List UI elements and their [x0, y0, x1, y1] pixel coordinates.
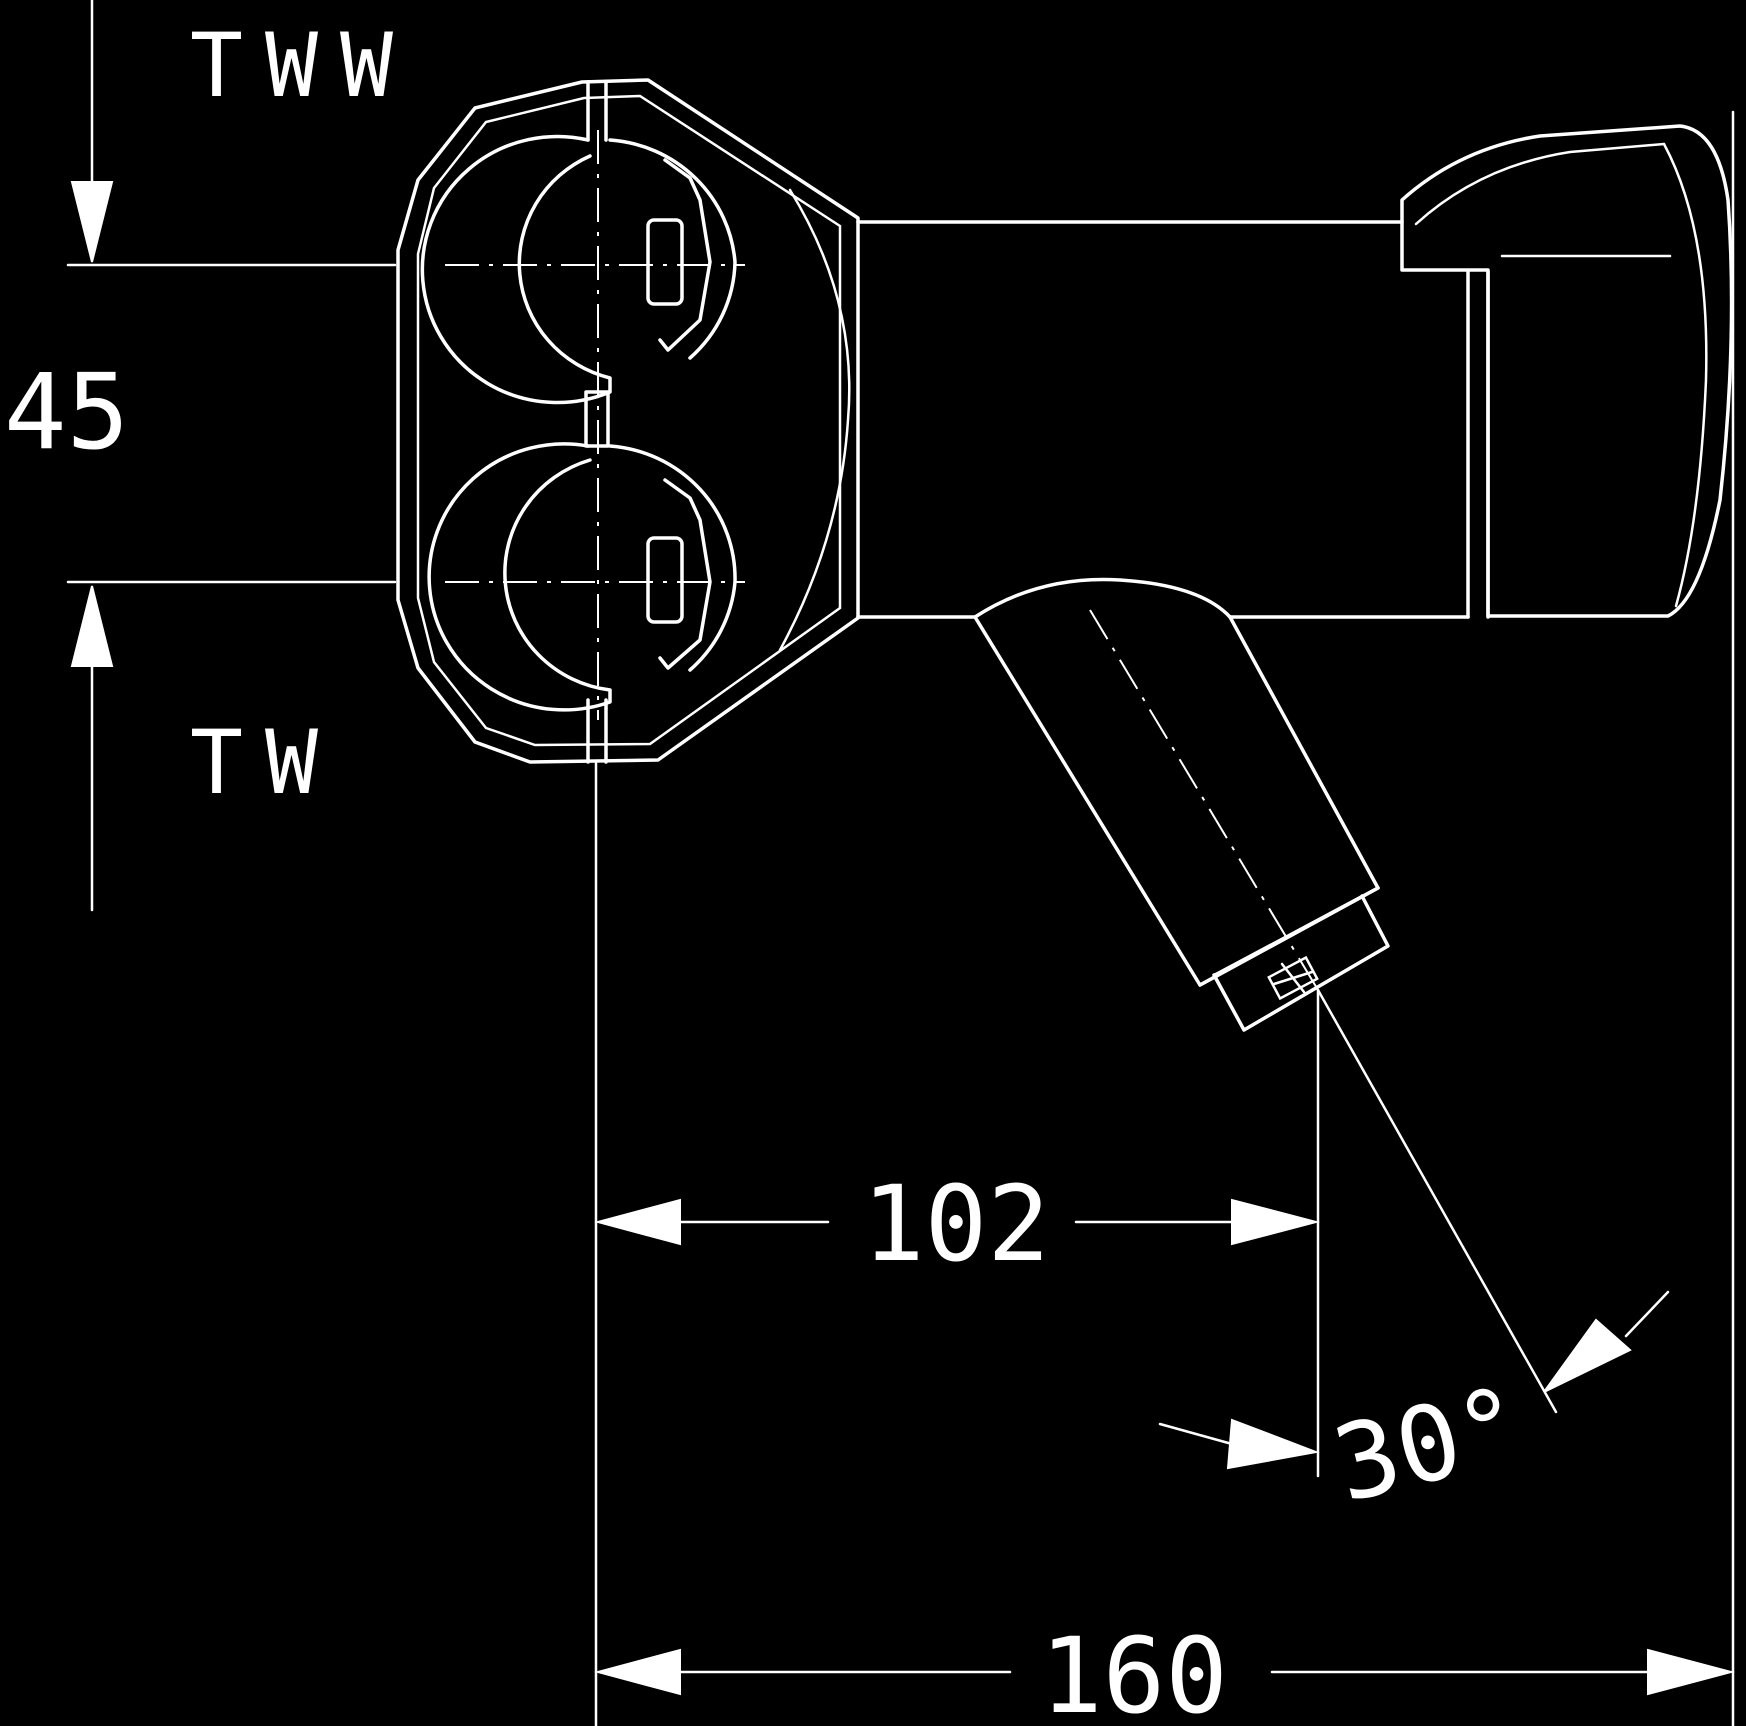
- lower-valve-notch: [658, 478, 712, 670]
- angle-arrow-lead-left: [1158, 1422, 1234, 1446]
- dimension-45-label: 45: [4, 351, 129, 473]
- dimension-102-label: 102: [862, 1163, 1050, 1285]
- label-tw: TW: [190, 711, 340, 814]
- lower-valve-outline: [427, 442, 612, 712]
- spout-body: [973, 615, 1380, 987]
- handle-inner-curve: [1414, 142, 1666, 226]
- spout: [973, 577, 1390, 1032]
- spout-neck: [973, 577, 1232, 619]
- spout-outlet-cross-2: [1280, 962, 1306, 994]
- mixer-body: [396, 78, 860, 764]
- arrow-angle-left-icon: [1226, 1418, 1320, 1470]
- upper-valve-cap-arc: [608, 138, 737, 360]
- upper-valve-key: [646, 218, 684, 306]
- handle-outline: [1400, 124, 1734, 618]
- dimension-102: 102: [594, 760, 1320, 1726]
- arrow-right-icon: [1231, 1198, 1320, 1246]
- dimension-160-label: 160: [1040, 1615, 1228, 1726]
- upper-valve: [420, 134, 745, 405]
- arrow-left-icon: [594, 1198, 681, 1246]
- arrow-left-icon-160: [594, 1648, 681, 1696]
- dimension-160: 160: [594, 110, 1735, 1726]
- angle-30-label: 30°: [1323, 1362, 1535, 1526]
- housing-inner-outline: [416, 94, 842, 747]
- spout-aerator: [1212, 894, 1390, 1032]
- label-tww: TWW: [190, 14, 415, 117]
- main-pipe: [856, 220, 1490, 619]
- upper-valve-notch: [658, 158, 712, 352]
- upper-valve-outline: [420, 134, 612, 405]
- arrow-down-icon: [70, 181, 114, 263]
- arrow-right-icon-160: [1647, 1648, 1735, 1696]
- lower-valve-key: [646, 536, 684, 624]
- angle-arrow-lead-right: [1624, 1290, 1670, 1338]
- arrow-angle-right-icon: [1543, 1318, 1632, 1393]
- spout-center-axis: [1089, 609, 1319, 991]
- angle-30: 30°: [1158, 988, 1670, 1526]
- lower-valve: [427, 442, 745, 712]
- housing-side-curve: [778, 188, 851, 652]
- spout-inner-band: [1212, 894, 1364, 977]
- angle-leg: [1316, 988, 1558, 1414]
- handle-inner-back: [1662, 142, 1708, 608]
- housing-outline: [396, 78, 860, 764]
- lower-valve-cap-arc: [608, 444, 737, 672]
- dimension-45: 45: [4, 0, 397, 912]
- spout-outlet-marker: [1267, 955, 1319, 1001]
- handle: [1400, 124, 1734, 618]
- arrow-up-icon: [70, 585, 114, 667]
